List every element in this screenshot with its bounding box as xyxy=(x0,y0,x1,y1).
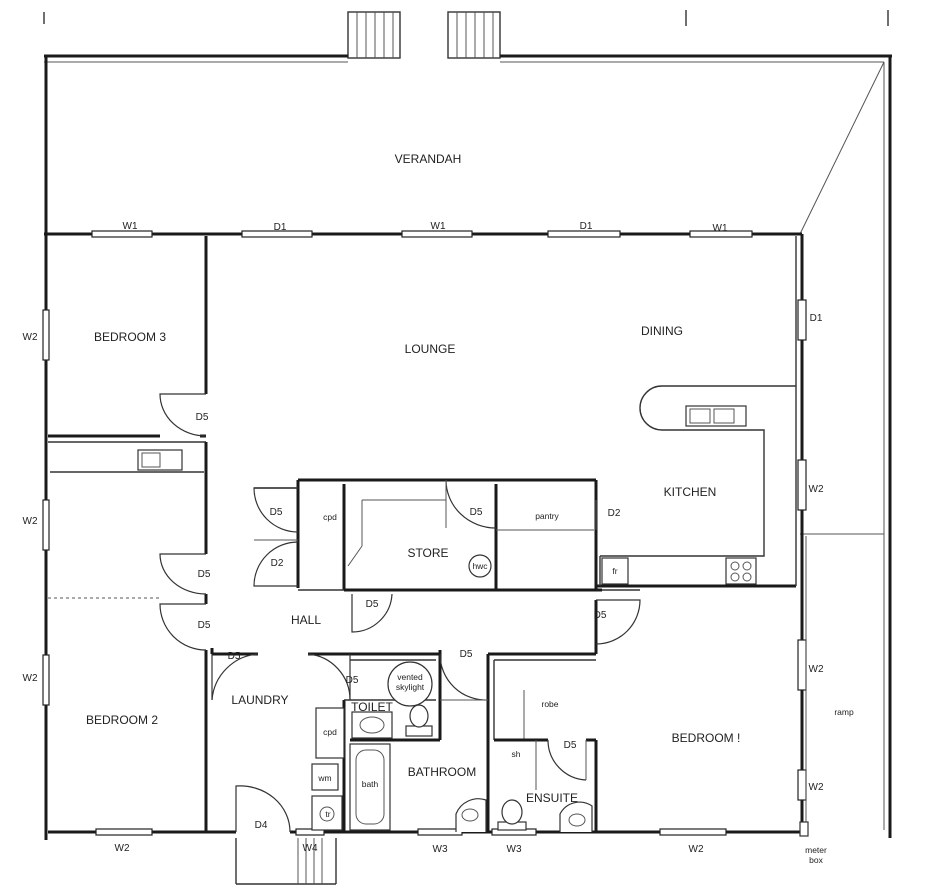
fixture-label-cpd: cpd xyxy=(323,512,337,522)
hot-water-cylinder xyxy=(468,554,492,578)
window-label: W2 xyxy=(809,484,824,495)
door-label: D1 xyxy=(810,313,823,324)
window-labels: W1 W1 W1 W2 W2 W2 W2 W2 W2 W2 W2 W3 W3 W… xyxy=(23,221,824,855)
front-steps xyxy=(347,11,501,59)
door-label: D5 xyxy=(270,507,283,518)
fixture-label-ramp: ramp xyxy=(834,707,854,717)
fridge xyxy=(601,557,629,585)
fixture-label-bath: bath xyxy=(362,779,379,789)
fixture-label-fr: fr xyxy=(612,566,617,576)
fixture-label-meter-box: meter xyxy=(805,845,827,855)
room-hall: HALL xyxy=(291,613,321,627)
toilet-basin xyxy=(351,711,393,739)
meter-box xyxy=(799,821,809,837)
window-label: W2 xyxy=(809,782,824,793)
toilet xyxy=(409,704,429,728)
door-label: D5 xyxy=(228,651,241,662)
window-label: W3 xyxy=(507,844,522,855)
door-labels: D1 D1 D1 D2 D2 D4 D5 D5 D5 D5 D5 D5 D5 D… xyxy=(196,221,823,831)
window-label: W1 xyxy=(713,223,728,234)
fixture-labels: cpd cpd pantry hwc fr robe sh bath wm tr… xyxy=(317,511,854,865)
window-label: W2 xyxy=(809,664,824,675)
door-label: D5 xyxy=(198,620,211,631)
door-label: D1 xyxy=(580,221,593,232)
laundry-cupboard xyxy=(315,707,345,759)
door-label: D5 xyxy=(594,610,607,621)
window-label: W4 xyxy=(303,843,318,854)
verandah-outline xyxy=(44,54,892,840)
door-label: D5 xyxy=(366,599,379,610)
laundry-trough xyxy=(311,795,343,831)
washing-machine xyxy=(311,763,339,791)
window-label: W2 xyxy=(689,844,704,855)
interior-walls xyxy=(48,236,797,832)
room-laundry: LAUNDRY xyxy=(231,693,288,707)
windows xyxy=(42,230,807,836)
room-store: STORE xyxy=(407,546,448,560)
door-label: D5 xyxy=(346,675,359,686)
fixture-label-tr: tr xyxy=(325,809,330,819)
ensuite-toilet xyxy=(501,799,523,825)
fixture-label-hwc: hwc xyxy=(472,561,488,571)
fixture-label-sh: sh xyxy=(512,749,521,759)
window-label: W2 xyxy=(115,843,130,854)
room-toilet: TOILET xyxy=(351,700,393,714)
door-label: D4 xyxy=(255,820,268,831)
room-bedroom-2: BEDROOM 2 xyxy=(86,713,158,727)
vented-skylight xyxy=(387,661,433,707)
fixture-label-pantry: pantry xyxy=(535,511,559,521)
door-label: D5 xyxy=(196,412,209,423)
door-label: D2 xyxy=(271,558,284,569)
room-bedroom-1: BEDROOM ! xyxy=(672,731,741,745)
door-label: D2 xyxy=(608,508,621,519)
fixture-label-skylight: skylight xyxy=(396,682,425,692)
kitchen-sink xyxy=(685,405,747,427)
bath xyxy=(349,743,391,831)
room-labels: VERANDAH BEDROOM 3 LOUNGE DINING KITCHEN… xyxy=(86,152,740,805)
door-label: D5 xyxy=(198,569,211,580)
doors xyxy=(159,393,641,833)
window-label: W2 xyxy=(23,516,38,527)
cooktop xyxy=(725,557,757,585)
room-ensuite: ENSUITE xyxy=(526,791,578,805)
room-bedroom-3: BEDROOM 3 xyxy=(94,330,166,344)
window-label: W1 xyxy=(431,221,446,232)
door-label: D5 xyxy=(564,740,577,751)
fixture-label-wm: wm xyxy=(317,773,331,783)
room-verandah: VERANDAH xyxy=(395,152,462,166)
window-label: W2 xyxy=(23,673,38,684)
door-label: D1 xyxy=(274,222,287,233)
bathroom-basin xyxy=(455,798,487,832)
window-label: W2 xyxy=(23,332,38,343)
fixtures xyxy=(137,405,809,837)
fixture-label-cpd: cpd xyxy=(323,727,337,737)
ensuite-basin xyxy=(559,801,593,832)
room-bathroom: BATHROOM xyxy=(408,765,476,779)
window-label: W3 xyxy=(433,844,448,855)
fixture-label-meter-box: box xyxy=(809,855,823,865)
fixture-label-skylight: vented xyxy=(397,672,423,682)
room-dining: DINING xyxy=(641,324,683,338)
door-label: D5 xyxy=(470,507,483,518)
window-label: W1 xyxy=(123,221,138,232)
room-kitchen: KITCHEN xyxy=(664,485,717,499)
room-lounge: LOUNGE xyxy=(405,342,456,356)
door-label: D5 xyxy=(460,649,473,660)
fixture-label-robe: robe xyxy=(541,699,558,709)
